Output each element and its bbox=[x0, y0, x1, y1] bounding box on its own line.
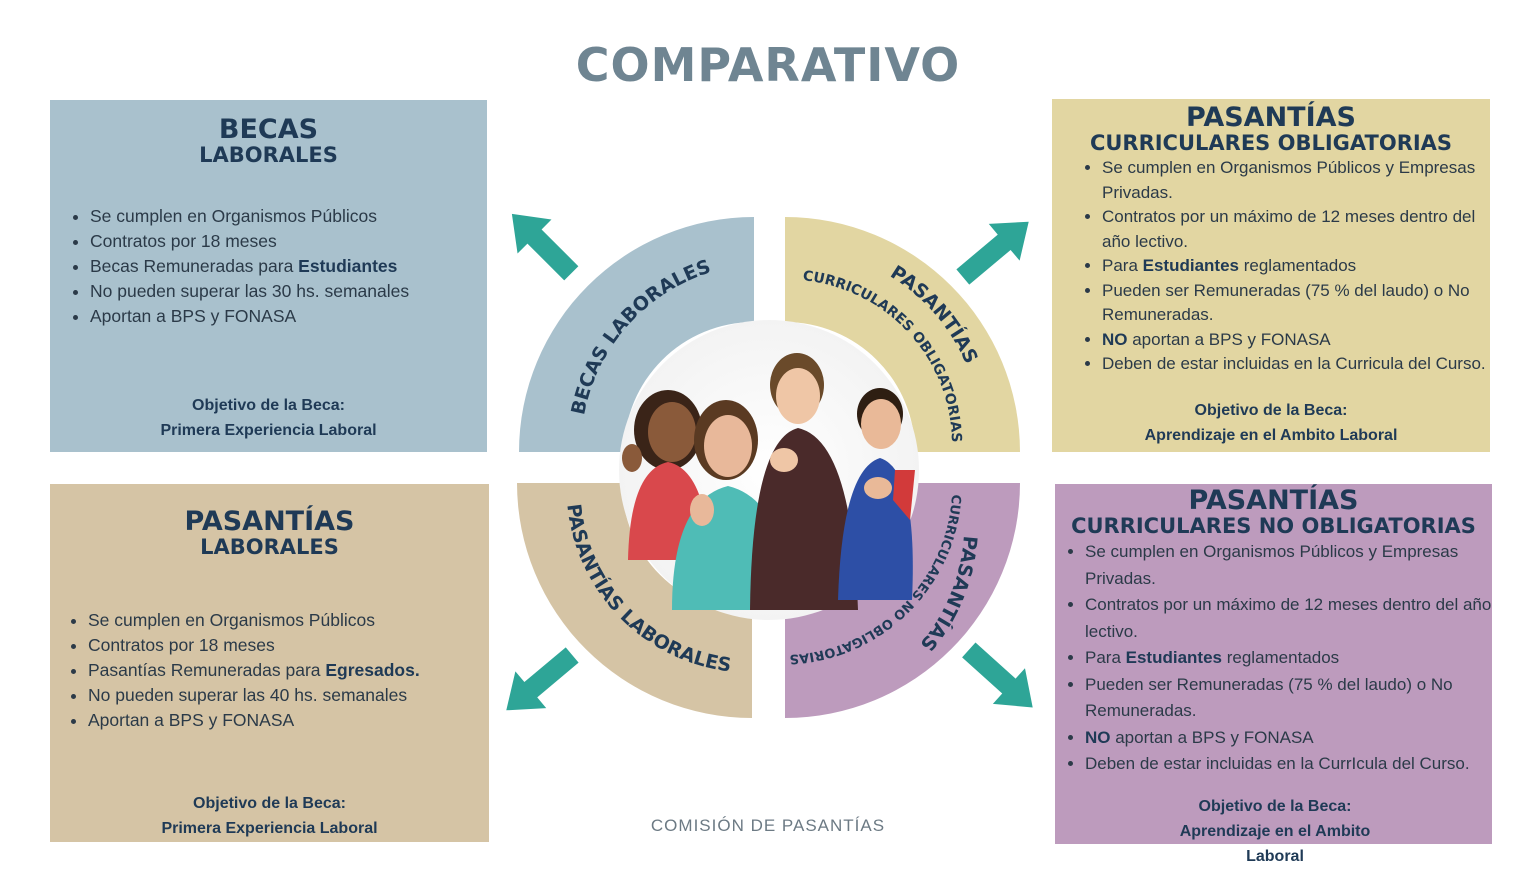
becas-heading: BECAS LABORALES bbox=[50, 100, 487, 166]
list-item: Se cumplen en Organismos Públicos y Empr… bbox=[1102, 156, 1490, 205]
list-item: Se cumplen en Organismos Públicos bbox=[90, 204, 487, 229]
list-item: NO aportan a BPS y FONASA bbox=[1102, 328, 1490, 353]
list-item: Se cumplen en Organismos Públicos bbox=[88, 608, 489, 633]
laborales-title: PASANTÍAS bbox=[184, 506, 355, 537]
goal-label: Objetivo de la Beca: bbox=[1198, 798, 1352, 815]
laborales-goal: Objetivo de la Beca: Primera Experiencia… bbox=[50, 791, 489, 841]
no-obligatorias-subtitle: CURRICULARES NO OBLIGATORIAS bbox=[1071, 514, 1476, 539]
pasantias-laborales-panel: PASANTÍAS LABORALES Se cumplen en Organi… bbox=[50, 484, 489, 842]
laborales-list: Se cumplen en Organismos Públicos Contra… bbox=[50, 608, 489, 733]
list-item: Aportan a BPS y FONASA bbox=[90, 304, 487, 329]
list-item: Pueden ser Remuneradas (75 % del laudo) … bbox=[1085, 672, 1492, 725]
arrow-down-right-icon bbox=[962, 642, 1033, 708]
list-item: No pueden superar las 40 hs. semanales bbox=[88, 683, 489, 708]
list-item: Aportan a BPS y FONASA bbox=[88, 708, 489, 733]
list-item: Deben de estar incluidas en la Curricula… bbox=[1102, 352, 1490, 377]
no-obligatorias-panel: PASANTÍAS CURRICULARES NO OBLIGATORIAS S… bbox=[1055, 484, 1492, 865]
list-item: Para Estudiantes reglamentados bbox=[1102, 254, 1490, 279]
footer-text: COMISIÓN DE PASANTÍAS bbox=[650, 816, 886, 835]
laborales-heading: PASANTÍAS LABORALES bbox=[50, 484, 489, 558]
goal-value: Aprendizaje en el Ambito Laboral bbox=[1144, 427, 1398, 444]
goal-label: Objetivo de la Beca: bbox=[193, 795, 346, 812]
obligatorias-panel: PASANTÍAS CURRICULARES OBLIGATORIAS Se c… bbox=[1052, 99, 1490, 452]
obligatorias-subtitle: CURRICULARES OBLIGATORIAS bbox=[1089, 131, 1453, 156]
list-item: Contratos por 18 meses bbox=[88, 633, 489, 658]
list-item: Contratos por 18 meses bbox=[90, 229, 487, 254]
ring-segment-obligatorias bbox=[785, 217, 1020, 452]
list-item: No pueden superar las 30 hs. semanales bbox=[90, 279, 487, 304]
becas-list: Se cumplen en Organismos Públicos Contra… bbox=[50, 204, 487, 329]
list-item: Contratos por un máximo de 12 meses dent… bbox=[1102, 205, 1490, 254]
no-obligatorias-list: Se cumplen en Organismos Públicos y Empr… bbox=[1055, 539, 1492, 778]
list-item: Para Estudiantes reglamentados bbox=[1085, 645, 1492, 672]
ring-segment-no-obligatorias bbox=[785, 483, 1020, 718]
no-obligatorias-heading: PASANTÍAS CURRICULARES NO OBLIGATORIAS bbox=[1055, 484, 1492, 537]
obligatorias-title: PASANTÍAS bbox=[1186, 102, 1356, 133]
arrow-down-left-icon bbox=[506, 647, 579, 711]
arrow-up-right-icon bbox=[956, 221, 1029, 285]
ring-segment-laborales bbox=[517, 483, 752, 718]
list-item: Se cumplen en Organismos Públicos y Empr… bbox=[1085, 539, 1492, 592]
becas-title: BECAS bbox=[218, 114, 319, 145]
people-photo bbox=[619, 320, 919, 620]
ring-segment-becas bbox=[519, 217, 754, 452]
list-item: Deben de estar incluidas en la CurrIcula… bbox=[1085, 751, 1492, 778]
list-item: Pasantías Remuneradas para Egresados. bbox=[88, 658, 489, 683]
becas-subtitle: LABORALES bbox=[199, 143, 338, 168]
obligatorias-goal: Objetivo de la Beca: Aprendizaje en el A… bbox=[1052, 398, 1490, 448]
list-item: Becas Remuneradas para Estudiantes bbox=[90, 254, 487, 279]
no-obligatorias-goal: Objetivo de la Beca: Aprendizaje en el A… bbox=[1165, 794, 1385, 869]
arrow-up-left-icon bbox=[511, 213, 579, 281]
page-title: COMPARATIVO bbox=[575, 38, 961, 92]
obligatorias-list: Se cumplen en Organismos Públicos y Empr… bbox=[1052, 156, 1490, 377]
becas-goal: Objetivo de la Beca: Primera Experiencia… bbox=[50, 393, 487, 443]
list-item: Contratos por un máximo de 12 meses dent… bbox=[1085, 592, 1492, 645]
goal-label: Objetivo de la Beca: bbox=[1194, 402, 1348, 419]
list-item: Pueden ser Remuneradas (75 % del laudo) … bbox=[1102, 279, 1490, 328]
goal-value: Aprendizaje en el Ambito Laboral bbox=[1179, 823, 1371, 865]
no-obligatorias-title: PASANTÍAS bbox=[1188, 485, 1359, 516]
goal-value: Primera Experiencia Laboral bbox=[161, 820, 378, 837]
becas-laborales-panel: BECAS LABORALES Se cumplen en Organismos… bbox=[50, 100, 487, 452]
laborales-subtitle: LABORALES bbox=[200, 535, 339, 560]
obligatorias-heading: PASANTÍAS CURRICULARES OBLIGATORIAS bbox=[1052, 99, 1490, 154]
goal-label: Objetivo de la Beca: bbox=[192, 397, 345, 414]
list-item: NO aportan a BPS y FONASA bbox=[1085, 725, 1492, 752]
goal-value: Primera Experiencia Laboral bbox=[160, 422, 377, 439]
